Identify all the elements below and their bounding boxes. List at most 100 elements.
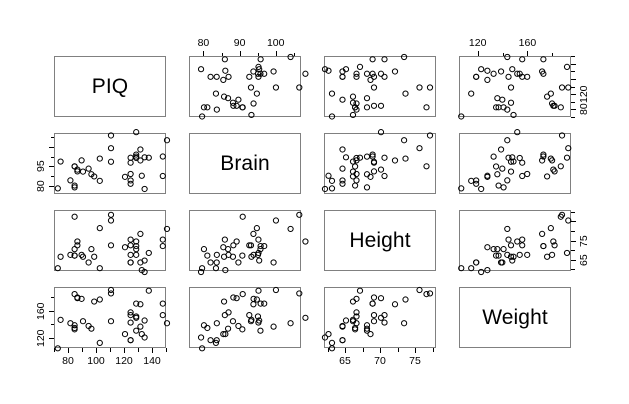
- data-point: [558, 84, 566, 91]
- data-point: [222, 67, 229, 74]
- data-point: [71, 252, 78, 259]
- data-point: [377, 102, 385, 109]
- data-point: [127, 170, 134, 178]
- data-point: [257, 242, 264, 250]
- data-point: [145, 287, 152, 294]
- data-points: [197, 211, 309, 276]
- data-point: [402, 90, 409, 97]
- data-point: [416, 84, 423, 91]
- data-points: [321, 129, 434, 193]
- data-point: [145, 249, 152, 257]
- data-point: [213, 320, 220, 327]
- data-point: [540, 153, 547, 160]
- data-point: [478, 185, 485, 193]
- data-point: [159, 236, 166, 243]
- data-point: [509, 257, 516, 264]
- data-point: [539, 157, 546, 164]
- axis-tick-label: 95: [35, 160, 47, 173]
- data-point: [253, 225, 260, 232]
- data-point: [213, 337, 220, 344]
- data-point: [247, 84, 255, 91]
- data-points: [458, 53, 572, 120]
- data-point: [250, 301, 257, 308]
- data-point: [321, 185, 329, 193]
- data-points: [54, 286, 171, 352]
- data-point: [504, 106, 511, 113]
- data-point: [212, 90, 220, 97]
- data-point: [96, 155, 103, 162]
- data-point: [565, 84, 572, 91]
- axis-tick: [571, 94, 576, 96]
- data-point: [239, 326, 246, 333]
- axis-tick-label: 160: [35, 301, 47, 320]
- data-point: [250, 295, 257, 302]
- data-point: [495, 252, 502, 259]
- data-point: [254, 70, 262, 77]
- data-point: [516, 70, 523, 77]
- data-point: [230, 294, 237, 301]
- data-point: [540, 151, 547, 158]
- data-point: [78, 295, 85, 302]
- data-point: [353, 154, 360, 162]
- data-point: [514, 238, 521, 245]
- data-point: [500, 246, 507, 253]
- data-point: [253, 90, 260, 97]
- data-point: [133, 238, 140, 245]
- axis-tick: [50, 176, 54, 178]
- data-point: [225, 73, 232, 80]
- data-points: [197, 53, 309, 120]
- axis-tick: [571, 56, 575, 57]
- data-point: [539, 230, 546, 237]
- data-points: [54, 129, 171, 193]
- data-point: [159, 242, 166, 250]
- data-point: [127, 236, 134, 243]
- data-point: [213, 106, 220, 113]
- data-point: [239, 104, 246, 111]
- data-point: [363, 153, 371, 160]
- data-point: [133, 246, 140, 253]
- data-point: [197, 66, 205, 73]
- axis-tick: [327, 348, 329, 352]
- data-point: [235, 96, 242, 103]
- data-point: [257, 70, 264, 77]
- data-point: [328, 113, 336, 120]
- data-point: [370, 312, 378, 319]
- data-point: [96, 225, 103, 232]
- data-point: [565, 145, 572, 152]
- data-point: [363, 70, 371, 77]
- data-point: [353, 170, 360, 178]
- axis-tick: [552, 52, 554, 56]
- data-point: [370, 73, 378, 80]
- axis-tick: [345, 348, 346, 353]
- axis-tick: [54, 348, 55, 352]
- data-point: [287, 320, 294, 327]
- data-point: [377, 314, 385, 321]
- data-point: [510, 111, 517, 119]
- data-point: [255, 73, 262, 80]
- data-point: [261, 242, 268, 250]
- data-point: [473, 259, 480, 266]
- axis-tick: [50, 156, 54, 158]
- data-point: [127, 259, 134, 266]
- data-point: [197, 268, 205, 276]
- data-point: [71, 182, 78, 189]
- data-point: [85, 259, 92, 266]
- data-point: [235, 322, 242, 330]
- axis-tick: [50, 297, 54, 299]
- data-point: [272, 286, 280, 294]
- data-point: [225, 309, 232, 316]
- scatter-panel-brain-vs-weight: [458, 129, 572, 194]
- data-point: [504, 251, 511, 258]
- diagonal-panel-weight: Weight: [459, 287, 571, 348]
- data-point: [254, 251, 262, 258]
- data-point: [221, 236, 228, 243]
- data-point: [499, 165, 506, 172]
- data-point: [222, 266, 229, 274]
- data-point: [495, 182, 502, 189]
- data-point: [509, 66, 516, 73]
- axis-tick: [110, 348, 111, 352]
- data-point: [137, 301, 144, 308]
- data-point: [353, 295, 360, 302]
- scatter-panel-brain-vs-height: [321, 129, 436, 194]
